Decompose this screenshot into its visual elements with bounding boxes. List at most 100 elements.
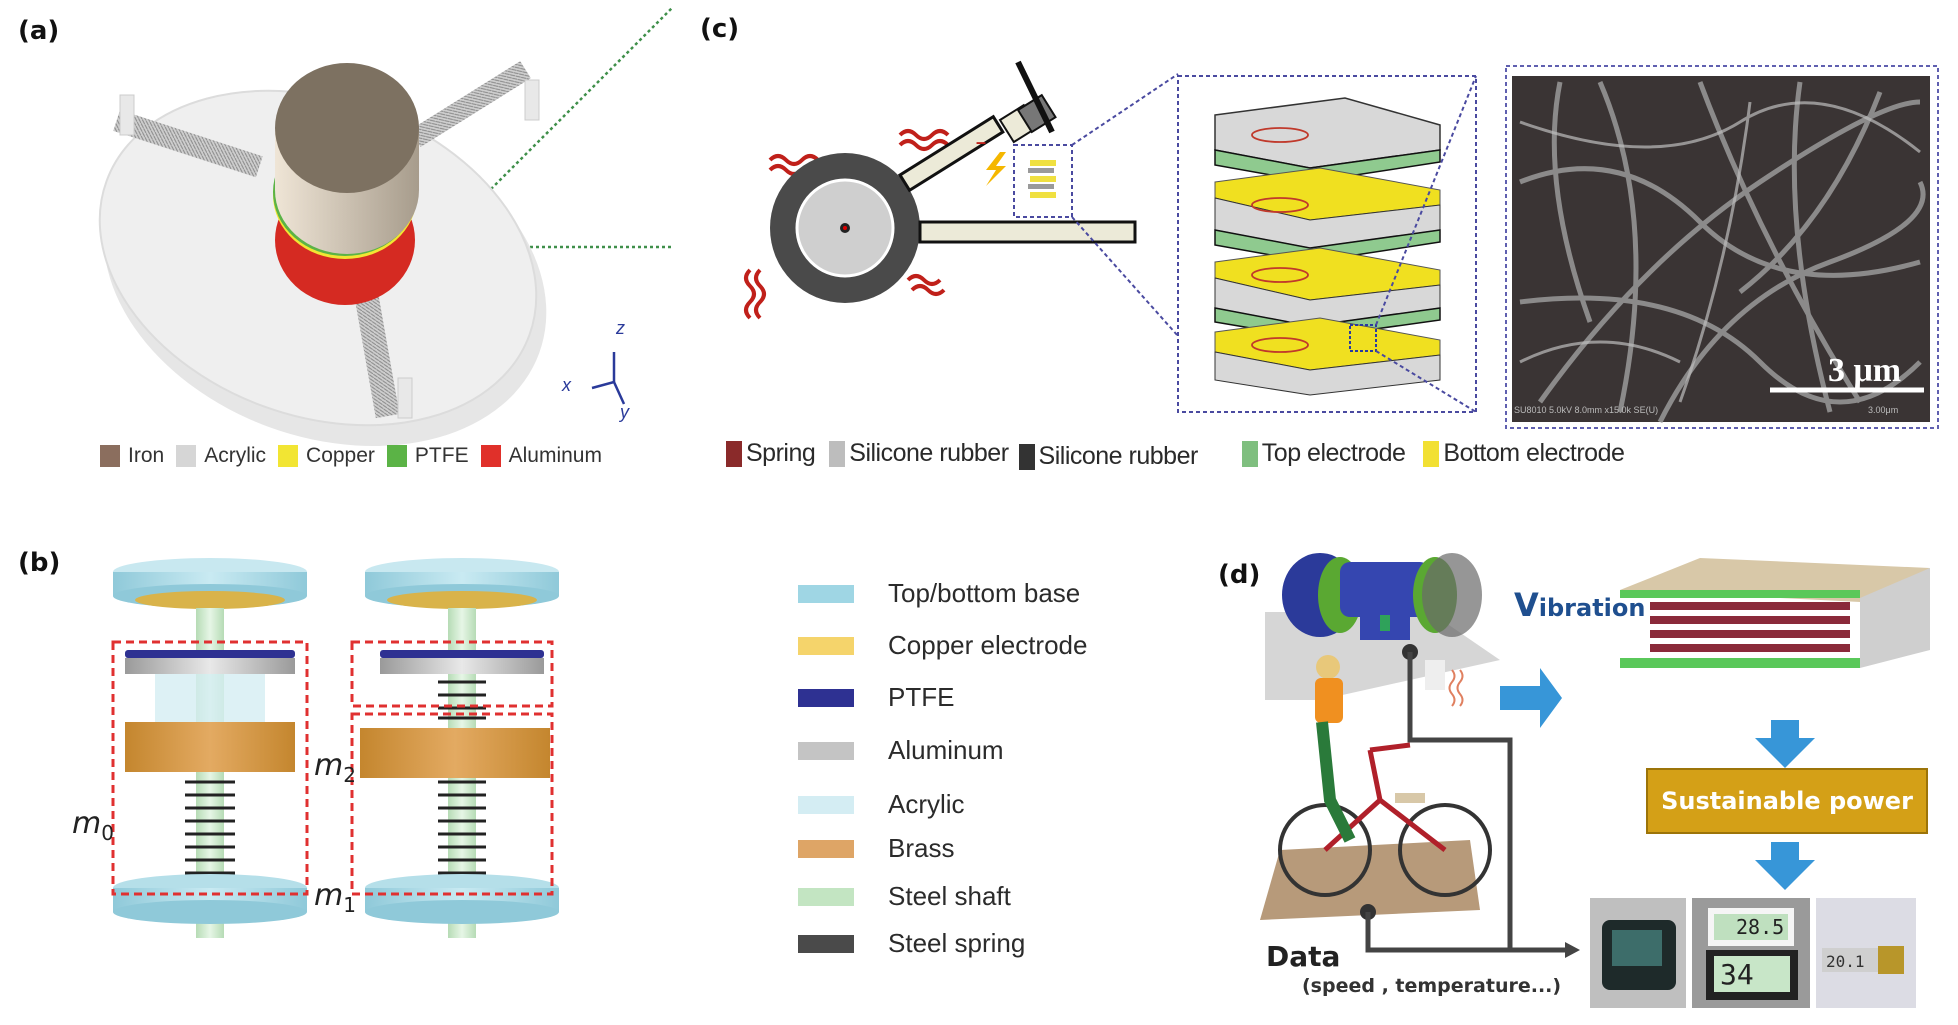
axis-z-label: z: [616, 318, 625, 338]
svg-text:–: –: [976, 132, 986, 152]
iron-cylinder-top: [275, 63, 419, 193]
legend-item: Steel shaft: [798, 881, 1011, 912]
legend-swatch: [798, 839, 854, 858]
legend-item: Copper: [278, 444, 375, 468]
spring-arm-left: [113, 110, 263, 178]
arrow-down-icon: [1755, 720, 1815, 768]
data-wire-cyclist: [1365, 912, 1565, 953]
vibration-waves-icon: [744, 129, 950, 320]
panel-d-illustration: 28.5 34 20.1: [1260, 553, 1930, 1008]
legend-label: PTFE: [414, 444, 469, 467]
panel-b-label: (b): [18, 548, 61, 578]
legend-label: Bottom electrode: [1443, 439, 1625, 467]
arrow-right-icon: [1500, 668, 1562, 728]
legend-label: Silicone rubber: [1038, 442, 1199, 470]
data-arrow-head: [1565, 942, 1580, 958]
legend-item: Iron: [100, 444, 164, 468]
legend-item: Spring: [726, 439, 816, 468]
mass-label-m0: m0: [72, 806, 114, 845]
display-reading-top: 28.5: [1736, 915, 1784, 939]
legend-swatch: [176, 445, 197, 467]
legend-label: Steel shaft: [888, 881, 1011, 911]
legend-label: Acrylic: [204, 444, 267, 467]
axis-triad: [591, 352, 626, 405]
legend-swatch: [798, 795, 854, 814]
mass-box-m0: [111, 640, 309, 896]
panel-c-wheel-illustration: –: [744, 60, 1179, 337]
axis-y-label: y: [620, 402, 629, 422]
diagonal-arm: [897, 114, 1005, 193]
legend-swatch: [1423, 440, 1440, 467]
legend-item: Aluminum: [480, 444, 602, 468]
data-label: Data: [1266, 940, 1341, 973]
panel-c-legend: Spring Silicone rubber Silicone rubber T…: [726, 436, 1625, 471]
legend-label: Top electrode: [1261, 439, 1406, 467]
panel-b-mass-spring-illustration: [111, 558, 559, 938]
legend-swatch: [829, 440, 846, 467]
legend-label: Spring: [746, 439, 816, 467]
legend-label: Copper: [306, 444, 375, 467]
spring-arm-right: [410, 61, 531, 147]
sustainable-power-box: Sustainable power: [1646, 768, 1928, 834]
legend-swatch: [386, 445, 407, 467]
sem-info-text: SU8010 5.0kV 8.0mm x15.0k SE(U): [1514, 405, 1659, 415]
legend-swatch: [726, 440, 742, 467]
panel-a-device-illustration: [98, 7, 673, 447]
legend-swatch: [798, 636, 854, 655]
legend-label: Brass: [888, 833, 955, 863]
teng-stack-device: [1620, 558, 1930, 668]
grinder-machine-icon: [1282, 553, 1482, 640]
legend-swatch: [798, 934, 854, 953]
device-photo-bike-computer: [1590, 898, 1686, 1008]
panel-d-label: (d): [1218, 560, 1261, 590]
axis-x-label: x: [562, 375, 571, 395]
legend-label: PTFE: [888, 682, 955, 712]
device-right: [350, 558, 559, 938]
sem-scale-text: 3.00μm: [1868, 405, 1899, 415]
mass-box-m2: [350, 640, 554, 708]
cyclist-icon: [1260, 655, 1492, 920]
legend-item: Bottom electrode: [1423, 439, 1625, 468]
legend-label: Steel spring: [888, 928, 1026, 958]
legend-label: Acrylic: [888, 789, 965, 819]
electrode-layers: [1214, 97, 1441, 396]
panel-a-legend: Iron Acrylic Copper PTFE Aluminum: [100, 444, 614, 468]
sem-micrograph-image: [1505, 65, 1939, 429]
legend-item: Top/bottom base: [798, 578, 1080, 609]
legend-swatch: [278, 445, 299, 467]
legend-label: Silicone rubber: [849, 439, 1009, 467]
legend-item: PTFE: [798, 682, 954, 713]
legend-label: Iron: [128, 444, 165, 467]
mass-label-m1: m1: [314, 878, 356, 917]
device-photo-thermometer: 28.5 34: [1692, 898, 1810, 1008]
legend-item: Aluminum: [798, 735, 1004, 766]
spring-arm-bottom: [354, 295, 400, 419]
legend-swatch: [1018, 443, 1035, 470]
legend-label: Top/bottom base: [888, 578, 1081, 608]
legend-item: Silicone rubber: [829, 439, 1009, 468]
legend-swatch: [798, 688, 854, 707]
display-reading-strip: 20.1: [1826, 952, 1865, 971]
display-reading-bottom: 34: [1720, 958, 1754, 991]
legend-label: Aluminum: [888, 735, 1004, 765]
panel-c-electrode-stack-illustration: [1177, 75, 1477, 413]
device-left: [111, 558, 309, 938]
legend-label: Copper electrode: [888, 630, 1088, 660]
mass-label-m2: m2: [314, 748, 356, 787]
legend-item: Silicone rubber: [1018, 442, 1199, 471]
data-subtitle: (speed , temperature...): [1302, 975, 1562, 997]
legend-item: PTFE: [386, 444, 469, 468]
mass-box-m1: [350, 712, 554, 896]
sem-scale-bar-label: 3 μm: [1828, 352, 1902, 389]
legend-item: Acrylic: [176, 444, 266, 468]
legend-swatch: [1241, 440, 1258, 467]
panel-c-label: (c): [700, 14, 740, 44]
data-wire-grinder: [1407, 652, 1513, 950]
lightning-icon: [986, 152, 1006, 186]
zoom-box-small: [1013, 144, 1073, 218]
spring-coils: [1251, 127, 1309, 353]
legend-item: Copper electrode: [798, 630, 1087, 661]
arrow-down-icon: [1755, 842, 1815, 890]
legend-swatch: [100, 445, 120, 467]
legend-swatch: [798, 741, 854, 760]
